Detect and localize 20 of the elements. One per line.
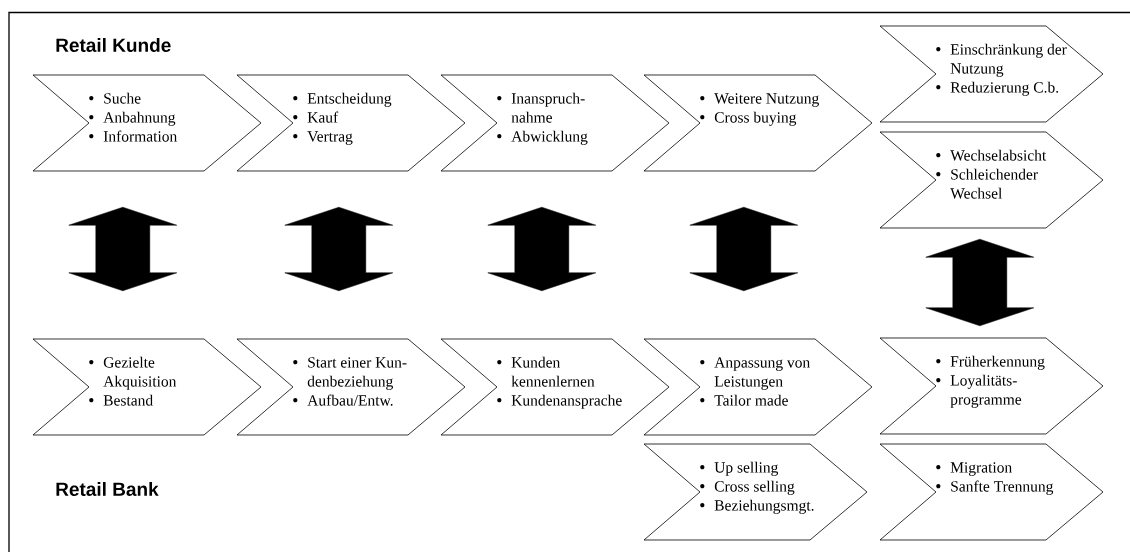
- chevron-box: Einschränkung der Nutzung Reduzierung C.b.: [879, 25, 1104, 123]
- double-arrow: [284, 206, 394, 292]
- double-arrow: [68, 206, 178, 292]
- double-arrow: [925, 238, 1035, 327]
- chevron-box: Suche Anbahnung Information: [32, 74, 262, 172]
- chevron-box: Früherkennung Loyalitäts-programme: [879, 337, 1104, 435]
- double-arrow: [487, 206, 597, 292]
- chevron-box: Migration Sanfte Trennung: [879, 443, 1104, 541]
- chevron-box: Weitere Nutzung Cross buying: [643, 74, 873, 172]
- double-arrow: [689, 206, 799, 292]
- chevron-box: Entscheidung Kauf Vertrag: [236, 74, 466, 172]
- section-heading: Retail Kunde: [56, 38, 171, 52]
- chevron-box: Kunden kennenlernen Kundenansprache: [440, 338, 670, 436]
- chevron-box: Anpassung von Leistungen Tailor made: [643, 338, 873, 436]
- chevron-box: Wechselabsicht Schleichender Wechsel: [879, 131, 1104, 229]
- chevron-box: Start einer Kun-denbeziehung Aufbau/Entw.: [236, 338, 466, 436]
- section-heading: Retail Bank: [56, 482, 159, 496]
- chevron-box: Up selling Cross selling Beziehungsmgt.: [643, 443, 868, 541]
- chevron-box: Inanspruch-nahme Abwicklung: [440, 74, 670, 172]
- chevron-box: Gezielte Akquisition Bestand: [32, 338, 262, 436]
